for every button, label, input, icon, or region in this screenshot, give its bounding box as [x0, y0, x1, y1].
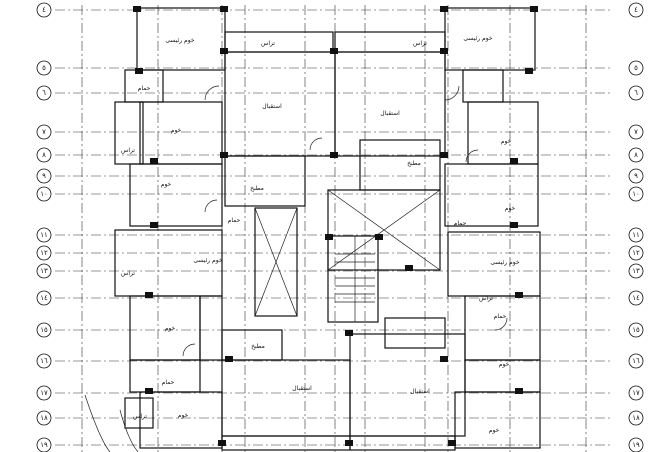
room-label-bath-w: حمام: [228, 217, 241, 224]
axis-label-right: ١٠: [632, 190, 640, 198]
room-label-bedroom-se: خوم: [499, 361, 510, 368]
room-label-master-bedroom-nw: خوم رئیسی: [165, 37, 194, 44]
room-label-terrace-se: تراس: [479, 295, 493, 302]
room-label-kitchen-n-right: مطبخ: [407, 160, 421, 167]
axis-label-right: ٤: [634, 6, 638, 14]
room-label-kitchen-n-left: مطبخ: [250, 185, 264, 192]
room-label-bedroom-w: خوم: [161, 181, 172, 188]
room-label-bath-e: حمام: [454, 220, 467, 227]
axis-label-right: ١٤: [632, 294, 640, 302]
room-label-kitchen-s-left: مطبخ: [251, 343, 265, 350]
room-label-terrace-ne: تراس: [413, 40, 427, 47]
columns: [133, 6, 538, 446]
axis-label-left: ٧: [42, 128, 46, 136]
axis-label-left: ٤: [42, 6, 46, 14]
axis-label-left: ١٩: [40, 441, 48, 449]
axis-label-left: ١٤: [40, 294, 48, 302]
axis-label-right: ١٨: [632, 414, 640, 422]
details: [84, 85, 508, 452]
room-label-terrace-w: تراس: [121, 147, 135, 154]
axis-label-left: ٥: [42, 64, 46, 72]
axis-label-left: ١٠: [40, 190, 48, 198]
axis-label-left: ٨: [42, 151, 46, 159]
axis-label-right: ٨: [634, 151, 638, 159]
axis-label-right: ٥: [634, 64, 638, 72]
axis-label-left: ١٥: [40, 326, 48, 334]
room-label-bedroom-sw: خوم: [165, 325, 176, 332]
axis-label-right: ١٩: [632, 441, 640, 449]
room-label-bedroom-ne: خوم: [501, 138, 512, 145]
axis-label-left: ١٢: [40, 249, 48, 257]
room-label-living-s-left: استقبال: [292, 385, 312, 392]
axis-label-right: ١٢: [632, 249, 640, 257]
room-label-bath-sw: حمام: [162, 379, 175, 386]
room-label-bath-se: حمام: [494, 313, 507, 320]
room-label-bath-nw: حمام: [138, 85, 151, 92]
room-label-bedroom-s-w: خوم: [178, 412, 189, 419]
room-label-terrace-nw: تراس: [261, 40, 275, 47]
room-label-bedroom-e: خوم: [505, 205, 516, 212]
room-labels: خوم رئیسی تراس تراس خوم رئیسی حمام خوم ت…: [121, 35, 520, 434]
axis-label-left: ١٣: [40, 267, 48, 275]
axis-label-right: ١٣: [632, 267, 640, 275]
axis-label-left: ١٦: [40, 357, 48, 365]
axis-label-right: ١١: [632, 231, 640, 239]
axis-label-right: ١٦: [632, 357, 640, 365]
axis-label-right: ٦: [634, 89, 638, 97]
axis-label-right: ٩: [634, 172, 638, 180]
room-label-terrace-sw: تراس: [121, 270, 135, 277]
axis-label-left: ١١: [40, 231, 48, 239]
room-label-master-bedroom-w: خوم رئیسی: [193, 257, 222, 264]
axis-label-left: ٩: [42, 172, 46, 180]
axis-label-right: ١٥: [632, 326, 640, 334]
axis-label-left: ٦: [42, 89, 46, 97]
axis-label-left: ١٧: [40, 389, 48, 397]
room-label-terrace-s: تراس: [133, 413, 147, 420]
axis-bubbles-left: ٤ ٥ ٦ ٧ ٨ ٩ ١٠ ١١ ١٢ ١٣ ١٤ ١٥ ١٦ ١٧ ١٨ ١…: [36, 2, 52, 452]
room-label-living-n-right: استقبال: [380, 110, 400, 117]
walls: [114, 7, 541, 451]
axis-label-right: ٧: [634, 128, 638, 136]
axis-bubbles-right: ٤ ٥ ٦ ٧ ٨ ٩ ١٠ ١١ ١٢ ١٣ ١٤ ١٥ ١٦ ١٧ ١٨ ١…: [628, 2, 644, 452]
axis-label-left: ١٨: [40, 414, 48, 422]
room-label-bedroom-s-e: خوم: [489, 427, 500, 434]
room-label-master-bedroom-ne: خوم رئیسی: [463, 35, 492, 42]
room-label-living-n-left: استقبال: [262, 103, 282, 110]
room-label-master-bedroom-e: خوم رئیسی: [490, 259, 519, 266]
room-label-bedroom-nw: خوم: [171, 127, 182, 134]
axis-label-right: ١٧: [632, 389, 640, 397]
room-label-living-s-right: استقبال: [410, 388, 430, 395]
